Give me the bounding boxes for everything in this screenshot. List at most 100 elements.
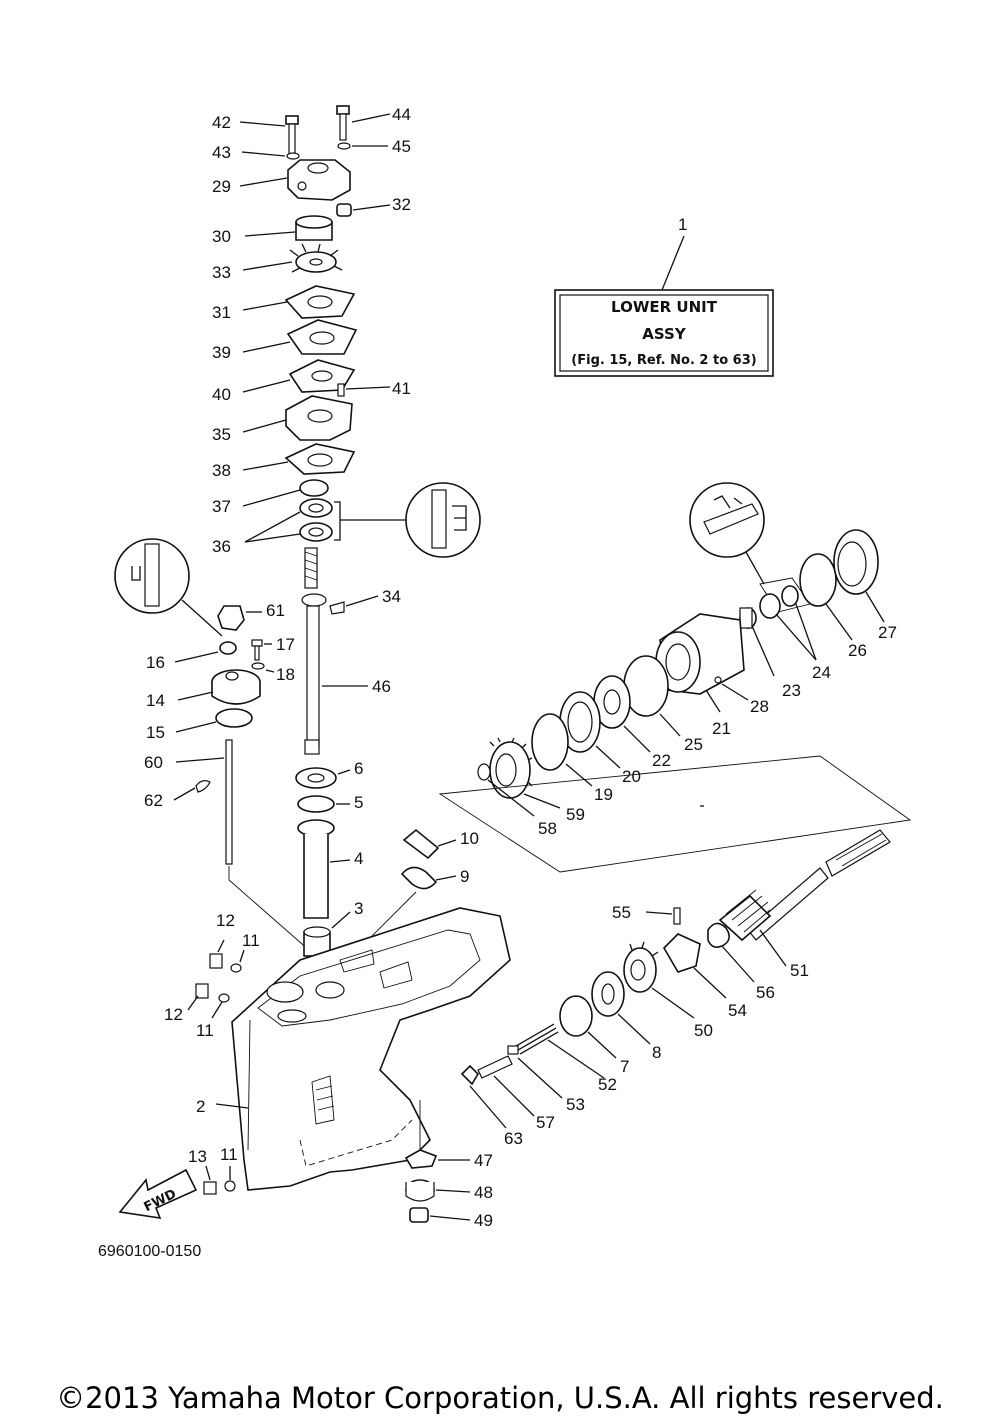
callout-58: 58 [538,819,557,838]
seal-orientation-detail [405,482,481,558]
drawing-number: 6960100-0150 [98,1243,201,1260]
washer-43-part [286,152,300,160]
plunger-53-part [507,1045,519,1055]
o-ring-25-part [623,655,669,717]
callout-1: 1 [678,215,687,234]
callout-12a: 12 [216,911,235,930]
bearing-8-part [591,971,651,1045]
pump-housing-29-part [239,159,351,201]
callout-11b: 11 [196,1021,214,1040]
lower-case-2-part [215,907,511,1191]
callout-45: 45 [392,137,411,156]
bolt-17-part [251,639,263,647]
washer-24b-part [781,585,799,607]
o-ring-37-part [299,479,329,497]
callout-44: 44 [392,105,411,124]
callout-38: 38 [212,461,231,480]
bushing-23-part [739,607,775,677]
callout-11a: 11 [242,931,260,950]
cross-pin-57-part [477,1055,513,1079]
insert-cartridge-30-part [244,215,333,241]
fwd-arrow: FWD [118,1168,198,1219]
propeller-shaft-assembly-outline [438,755,912,873]
callout-37: 37 [212,497,231,516]
callout-39: 39 [212,343,231,362]
shift-rod-60-part [175,739,319,959]
shim-58-part [477,763,491,781]
callout-18: 18 [276,665,295,684]
spring-52-part [515,1023,559,1055]
callout-53: 53 [566,1095,585,1114]
callout-29: 29 [212,177,231,196]
callout-63: 63 [504,1129,523,1148]
callout-28: 28 [750,697,769,716]
callout-6: 6 [354,759,363,778]
bearing-22-part [593,675,651,753]
pin-28-part [714,676,722,684]
seal-16-part [219,641,237,655]
bolt-44-part [336,105,391,141]
clip-62-part [195,780,211,793]
o-ring-15-part [215,708,253,728]
washer-11a-part [230,963,242,973]
callout-12b: 12 [164,1005,183,1024]
callout-62: 62 [144,791,163,810]
callout-26: 26 [848,641,867,660]
drive-shaft-bearing-parts [295,767,457,959]
reverse-gear-59-part [489,737,561,809]
sleeve-32-part [336,203,352,217]
shift-plunger-63-part [460,1064,480,1086]
callout-47: 47 [474,1151,493,1170]
callout-27: 27 [878,623,897,642]
sleeve-4-part [297,819,351,919]
callout-16: 16 [146,653,165,672]
washer-24a-part [759,593,781,619]
callout-17: 17 [276,635,295,654]
assy-box-line1: LOWER UNIT [611,298,718,316]
callout-36: 36 [212,537,231,556]
callout-54: 54 [728,1001,747,1020]
forward-gear-50-part [623,941,695,1019]
callout-21: 21 [712,719,731,738]
seal-holder-61-part [217,605,245,631]
callout-8: 8 [652,1043,661,1062]
callout-20: 20 [622,767,641,786]
pinion-parts [404,1149,471,1223]
propeller-shaft-51-part [718,829,891,967]
shim-7-part [559,995,593,1037]
shim-5-part [297,795,335,813]
callout-33: 33 [212,263,231,282]
assy-box-line3: (Fig. 15, Ref. No. 2 to 63) [571,353,756,368]
gasket-38-part [242,443,356,475]
bolt-12b-part [195,983,209,999]
grommet-9-part [400,866,438,890]
callout-57: 57 [536,1113,555,1132]
propeller-shaft-housing-21-part [655,613,745,713]
key-34-part [329,601,345,615]
callout-31: 31 [212,303,231,322]
callout-25: 25 [684,735,703,754]
callout-10: 10 [460,829,479,848]
bolt-12a-part [209,953,223,969]
callout-9: 9 [460,867,469,886]
callout-labels: 1 2 3 4 5 6 7 8 9 10 11 11 11 12 12 13 1… [144,105,897,1230]
gasket-31-part [242,285,356,319]
callout-51: 51 [790,961,809,980]
washer-11b-part [218,993,230,1003]
callout-5: 5 [354,793,363,812]
callout-30: 30 [212,227,231,246]
water-pump-stack [239,105,481,755]
pump-case-35-part [242,395,353,441]
washer-45-part [337,142,351,150]
dowel-pin-41-part [337,383,345,397]
callout-22: 22 [652,751,671,770]
propeller-shaft-parts [419,829,891,1158]
oil-seals-36-part [244,498,406,543]
callout-49: 49 [474,1211,493,1230]
callout-13: 13 [188,1147,207,1166]
callout-24: 24 [812,663,831,682]
callout-55: 55 [612,903,631,922]
callout-2: 2 [196,1097,205,1116]
callout-23: 23 [782,681,801,700]
